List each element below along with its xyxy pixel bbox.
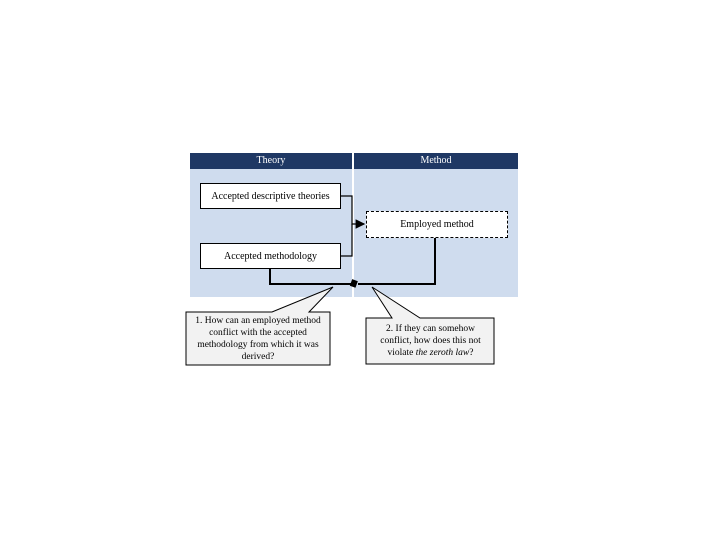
callout-2-suffix: ? — [469, 348, 474, 358]
callout-2-question: 2. If they can somehow conflict, how doe… — [380, 324, 481, 358]
accepted-methodology-box: Accepted methodology — [200, 243, 341, 269]
accepted-descriptive-theories-box: Accepted descriptive theories — [200, 183, 341, 209]
theory-column-header: Theory — [190, 153, 352, 169]
connector-descriptive-to-method — [341, 195, 366, 229]
method-column-header: Method — [354, 153, 518, 169]
callout-1-shape — [185, 286, 334, 366]
callout-2-text: 2. If they can somehow conflict, how doe… — [370, 319, 491, 363]
employed-method-label: Employed method — [400, 219, 474, 230]
connector-methodology-to-method — [341, 224, 353, 257]
callout-1-question: How can an employed method conflict with… — [197, 315, 321, 362]
employed-method-box: Employed method — [366, 211, 508, 238]
callout-1-number: 1. — [195, 315, 203, 326]
callout-2-shape — [365, 286, 495, 365]
callout-1-text: 1. How can an employed method conflict w… — [192, 313, 324, 364]
accepted-methodology-label: Accepted methodology — [223, 250, 318, 262]
conflict-marker — [349, 279, 358, 288]
conflict-line-from-methodology — [269, 269, 352, 285]
conflict-line-from-method — [358, 238, 436, 285]
accepted-descriptive-theories-label: Accepted descriptive theories — [211, 190, 330, 202]
callout-2-emphasis: the zeroth law — [415, 348, 470, 358]
